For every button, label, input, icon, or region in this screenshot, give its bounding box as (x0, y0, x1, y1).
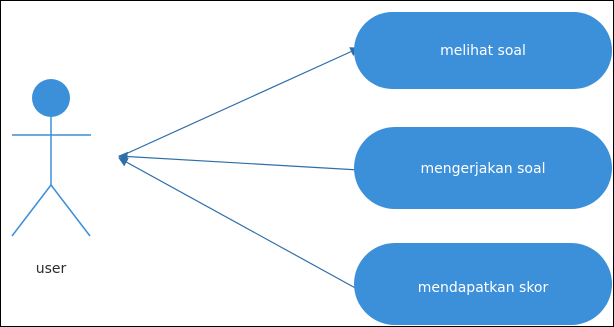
use-case-label: mendapatkan skor (418, 280, 549, 296)
use-case-mendapatkan-skor[interactable]: mendapatkan skor (354, 243, 612, 325)
association-line-mendapatkan-skor (118, 157, 360, 291)
use-case-melihat-soal[interactable]: melihat soal (354, 12, 612, 89)
actor-right-leg (50, 184, 91, 237)
actor-head (32, 79, 70, 117)
association-line-mengerjakan-soal (118, 151, 360, 171)
actor-user[interactable]: user (11, 79, 91, 277)
use-case-label: melihat soal (440, 43, 526, 59)
stick-figure-icon (11, 79, 91, 237)
use-case-mengerjakan-soal[interactable]: mengerjakan soal (354, 127, 612, 209)
association-line-melihat-soal (118, 47, 360, 158)
use-case-label: mengerjakan soal (421, 161, 546, 177)
actor-label: user (36, 261, 67, 277)
actor-left-leg (11, 184, 52, 237)
